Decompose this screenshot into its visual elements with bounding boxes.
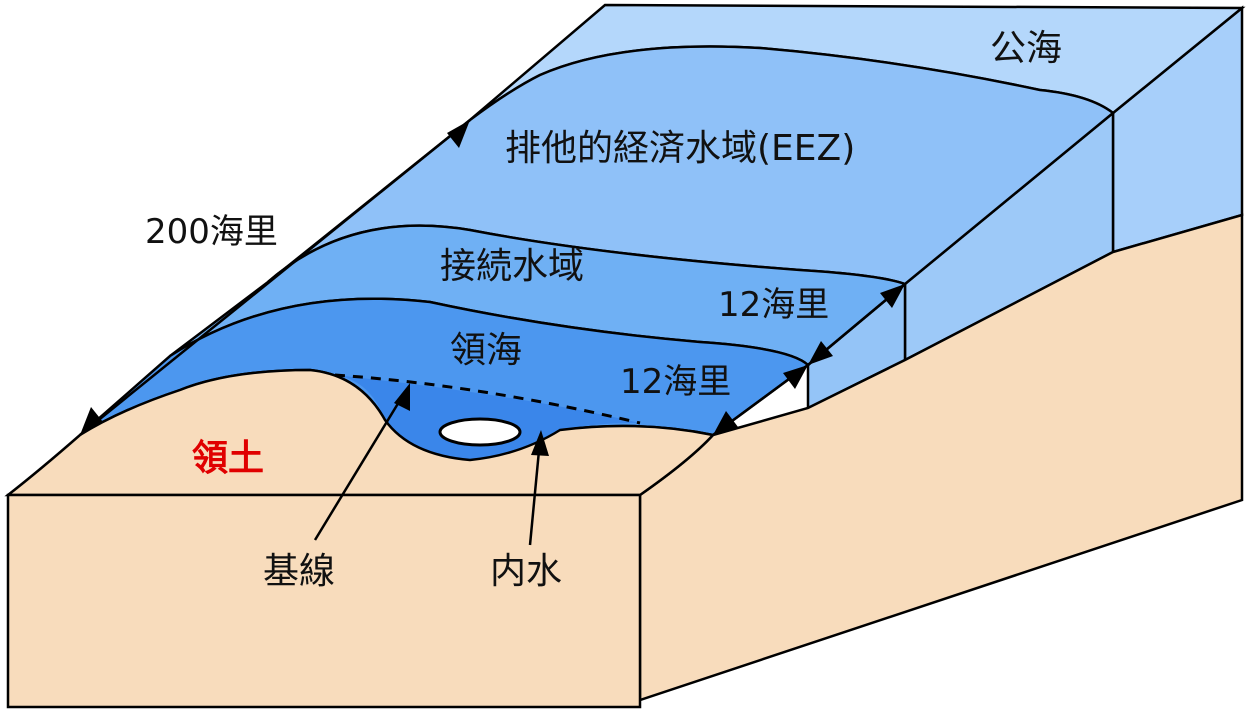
internal-waters-pointer-line xyxy=(528,439,542,546)
baseline-line xyxy=(334,373,641,425)
arrow-200nm-head-bottom xyxy=(80,407,103,435)
eez-label: 排他的経済水域(EEZ) xyxy=(505,128,855,169)
arrow-200nm-line xyxy=(79,119,471,436)
arrow-12nm-upper-head-top xyxy=(880,284,905,308)
baseline-pointer-line xyxy=(313,391,407,541)
island xyxy=(438,417,522,447)
arrow-200nm-head-top xyxy=(447,120,470,148)
internal-waters-pointer-head xyxy=(531,430,549,456)
baseline-pointer-head xyxy=(394,383,410,411)
arrow-12nm-upper-head-bottom xyxy=(808,341,833,365)
territorial-sea-label: 領海 xyxy=(450,330,522,371)
land-front-face xyxy=(6,493,642,709)
territory-label: 領土 xyxy=(192,437,264,479)
internal-waters-label: 内水 xyxy=(490,551,562,592)
high-seas-label: 公海 xyxy=(990,28,1062,69)
baseline-label: 基線 xyxy=(263,551,335,592)
distance-12nm-lower-label: 12海里 xyxy=(620,362,731,402)
arrow-12nm-lower-head-top xyxy=(783,365,808,389)
distance-200nm-label: 200海里 xyxy=(145,212,278,252)
arrow-12nm-lower-head-bottom xyxy=(713,411,738,435)
contiguous-zone-label: 接続水域 xyxy=(440,246,584,287)
internal-waters-zone xyxy=(335,375,640,460)
distance-12nm-upper-label: 12海里 xyxy=(718,285,829,325)
